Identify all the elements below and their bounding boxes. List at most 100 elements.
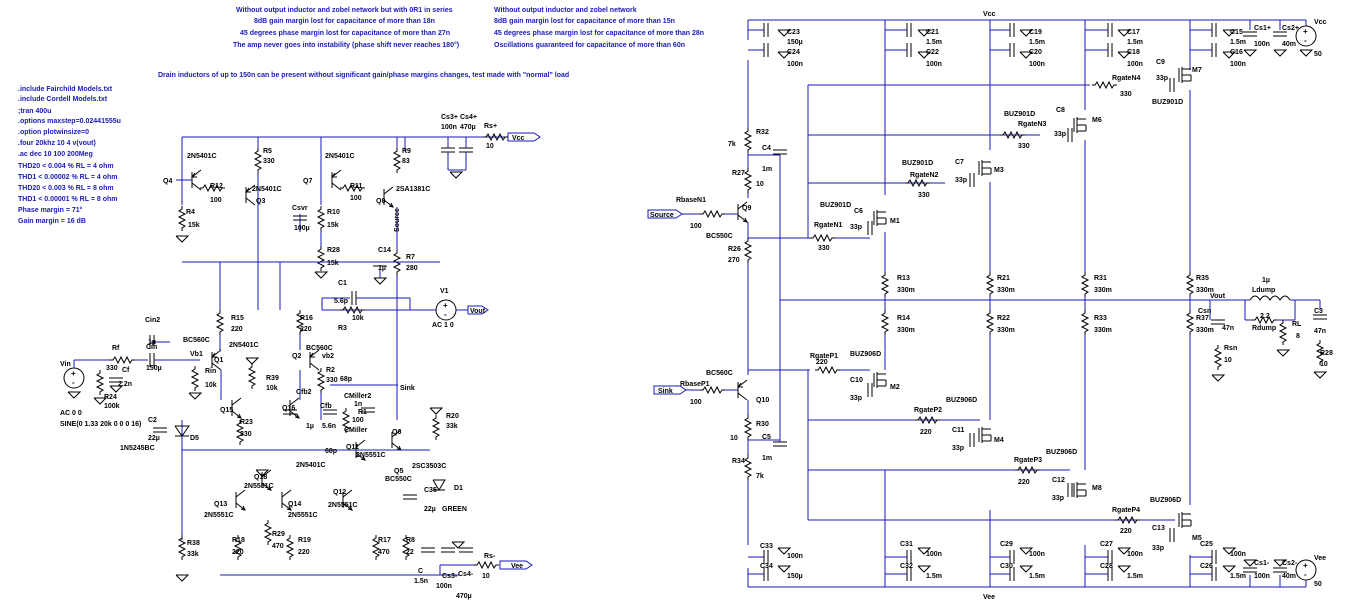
- lbl-m5: M5: [1192, 535, 1202, 542]
- lbl-bc560c-2: BC560C: [306, 345, 333, 352]
- lbl-c10: C10: [850, 377, 863, 384]
- drain-note: Drain inductors of up to 150n can be pre…: [158, 72, 570, 79]
- lbl-cs3m-100n: 100n: [436, 583, 452, 590]
- lbl-2n5551c-2: 2N5551C: [244, 483, 274, 490]
- directive-4: .option plotwinsize=0: [18, 129, 89, 136]
- lbl-c5: C5: [762, 434, 771, 441]
- lbl-c11-33p: 33p: [952, 445, 964, 452]
- lbl-rsp-10: 10: [486, 143, 494, 150]
- lbl-c23: C23: [787, 29, 800, 36]
- lbl-c17: C17: [1127, 29, 1140, 36]
- directive-8: THD1 < 0.00002 % RL = 4 ohm: [18, 174, 118, 181]
- lbl-rgaten2: RgateN2: [910, 172, 939, 179]
- lbl-c12-33p: 33p: [1052, 495, 1064, 502]
- note-right-3: 45 degrees phase margin lost for capacit…: [494, 30, 705, 37]
- lbl-2n5401c-5: 2N5401C: [325, 153, 355, 160]
- lbl-r38-33k: 33k: [187, 551, 199, 558]
- lbl-c5-1m: 1m: [762, 455, 772, 462]
- lbl-r12: R12: [210, 183, 223, 190]
- lbl-c4-1m: 1m: [762, 166, 772, 173]
- lbl-c3: C3: [1314, 308, 1323, 315]
- lbl-cs4m-470u: 470µ: [456, 593, 472, 600]
- lbl-rin-10k: 10k: [205, 382, 217, 389]
- lbl-r33-330m: 330m: [1094, 327, 1112, 334]
- lbl-m1: M1: [890, 218, 900, 225]
- lbl-buz906d-1: BUZ906D: [850, 351, 881, 358]
- lbl-2n5551c-3: 2N5551C: [204, 512, 234, 519]
- front-end: [63, 132, 541, 582]
- lbl-q4: Q4: [163, 178, 172, 185]
- lbl-r5-330: 330: [263, 158, 275, 165]
- lbl-c2: C2: [148, 417, 157, 424]
- lbl-c9: C9: [1156, 59, 1165, 66]
- lbl-r9: R9: [402, 148, 411, 155]
- lbl-bc550c-out: BC550C: [706, 233, 733, 240]
- lbl-c6: C6: [854, 208, 863, 215]
- lbl-ac10: AC 1 0: [432, 322, 454, 329]
- lbl-c7: C7: [955, 159, 964, 166]
- lbl-rgaten4-330: 330: [1120, 91, 1132, 98]
- lbl-vin: Vin: [60, 361, 71, 368]
- lbl-rgatep3-220: 220: [1018, 479, 1030, 486]
- lbl-c22-100n: 100n: [926, 61, 942, 68]
- lbl-rsm-10: 10: [482, 573, 490, 580]
- lbl-r4: R4: [186, 209, 195, 216]
- lbl-r8-22: 22: [406, 549, 414, 556]
- lbl-cmiller2: CMiller2: [344, 393, 371, 400]
- note-left-1: Without output inductor and zobel networ…: [236, 7, 453, 14]
- lbl-d1: D1: [454, 485, 463, 492]
- lbl-cs4p-470u: 470µ: [460, 124, 476, 131]
- lbl-r2: R2: [326, 367, 335, 374]
- lbl-q9: Q9: [742, 205, 751, 212]
- lbl-r37-330m: 330m: [1196, 327, 1214, 334]
- lbl-cs3m: Cs3-: [442, 573, 458, 580]
- lbl-r32-7k: 7k: [728, 141, 736, 148]
- lbl-m2: M2: [890, 384, 900, 391]
- lbl-c31: C31: [900, 541, 913, 548]
- lbl-r21-330m: 330m: [997, 287, 1015, 294]
- lbl-r39-10k: 10k: [266, 385, 278, 392]
- lbl-c8: C8: [1056, 107, 1065, 114]
- lbl-rsm: Rs-: [484, 553, 496, 560]
- lbl-rsp: Rs+: [484, 123, 497, 130]
- lbl-rl-8: 8: [1296, 333, 1300, 340]
- lbl-c29-100n: 100n: [1029, 551, 1045, 558]
- lbl-r3: R3: [338, 325, 347, 332]
- lbl-c2-22u: 22µ: [148, 435, 160, 442]
- lbl-q10: Q10: [756, 397, 769, 404]
- lbl-csn-47n: 47n: [1222, 325, 1234, 332]
- lbl-r23: R23: [240, 419, 253, 426]
- lbl-r28-out: R28: [1320, 350, 1333, 357]
- lbl-rgaten3-330: 330: [1018, 143, 1030, 150]
- lbl-r13: R13: [897, 275, 910, 282]
- lbl-r18-220: 220: [232, 549, 244, 556]
- lbl-cs2m-40m: 40m: [1282, 573, 1296, 580]
- lbl-r5: R5: [263, 148, 272, 155]
- lbl-q16: Q16: [282, 405, 295, 412]
- lbl-cs3p: Cs3+: [441, 114, 458, 121]
- lbl-c34: C34: [760, 563, 773, 570]
- lbl-r33: R33: [1094, 315, 1107, 322]
- lbl-c20: C20: [1029, 49, 1042, 56]
- lbl-r37: R37: [1196, 315, 1209, 322]
- lbl-r17-470: 470: [378, 549, 390, 556]
- lbl-q8: Q8: [376, 198, 385, 205]
- lbl-q7: Q7: [303, 178, 312, 185]
- lbl-r29: R29: [272, 531, 285, 538]
- lbl-r16: R16: [300, 315, 313, 322]
- lbl-cs1p: Cs1+: [1254, 25, 1271, 32]
- lbl-buz906d-3: BUZ906D: [1046, 449, 1077, 456]
- lbl-r10-15k: 15k: [327, 222, 339, 229]
- lbl-1n5245bc: 1N5245BC: [120, 445, 155, 452]
- lbl-2n5401c-2: 2N5401C: [296, 462, 326, 469]
- lbl-r30: R30: [756, 421, 769, 428]
- lbl-m6: M6: [1092, 117, 1102, 124]
- lbl-cs4p: Cs4+: [460, 114, 477, 121]
- note-left-2: 8dB gain margin lost for capacitance of …: [254, 18, 435, 25]
- lbl-cs2p: Cs2+: [1282, 25, 1299, 32]
- lbl-cfb: Cfb: [320, 403, 332, 410]
- lbl-r14: R14: [897, 315, 910, 322]
- lbl-r19-220: 220: [298, 549, 310, 556]
- lbl-r11: R11: [350, 183, 363, 190]
- lbl-csn: Csn: [1198, 308, 1211, 315]
